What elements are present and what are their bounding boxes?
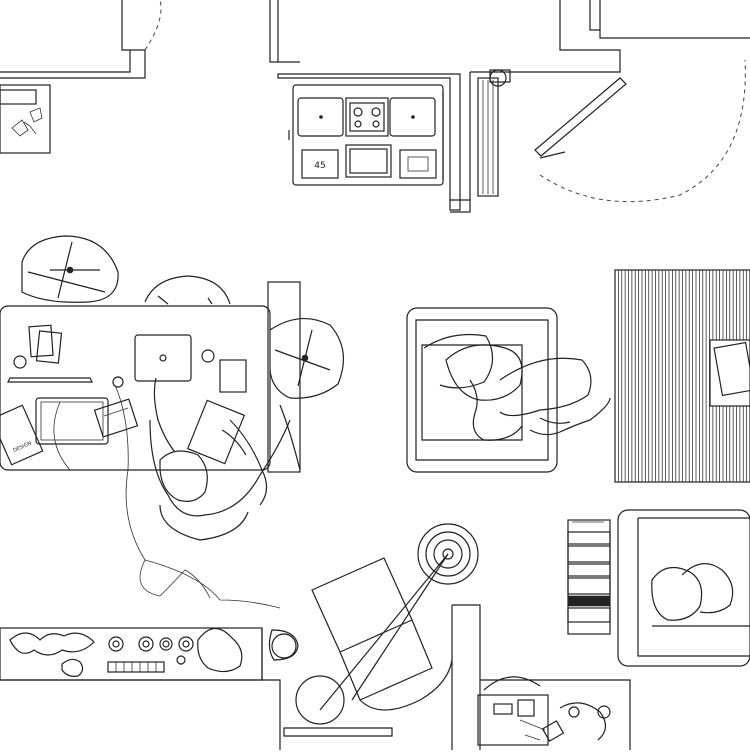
sofa [617, 509, 750, 667]
bookshelf [567, 519, 611, 635]
cable [144, 559, 281, 609]
small-desk [477, 676, 611, 746]
door-swings [144, 0, 746, 203]
kitchen-counter: 45 [288, 84, 444, 186]
striped-rug [614, 269, 750, 483]
chair-right-of-desk [269, 317, 344, 471]
blinds [477, 69, 511, 197]
console [0, 627, 299, 681]
armchair [406, 307, 558, 473]
recliner [295, 557, 453, 725]
chair-top-left [21, 235, 119, 303]
desk: DESIGN [0, 281, 301, 597]
rug-stripes [617, 270, 748, 482]
side-table-top-left [0, 84, 51, 154]
chair-top-middle [144, 275, 231, 305]
oven-display: 45 [314, 161, 325, 171]
reclining-person [445, 344, 611, 441]
cable [159, 569, 211, 599]
person-at-desk [149, 377, 291, 541]
